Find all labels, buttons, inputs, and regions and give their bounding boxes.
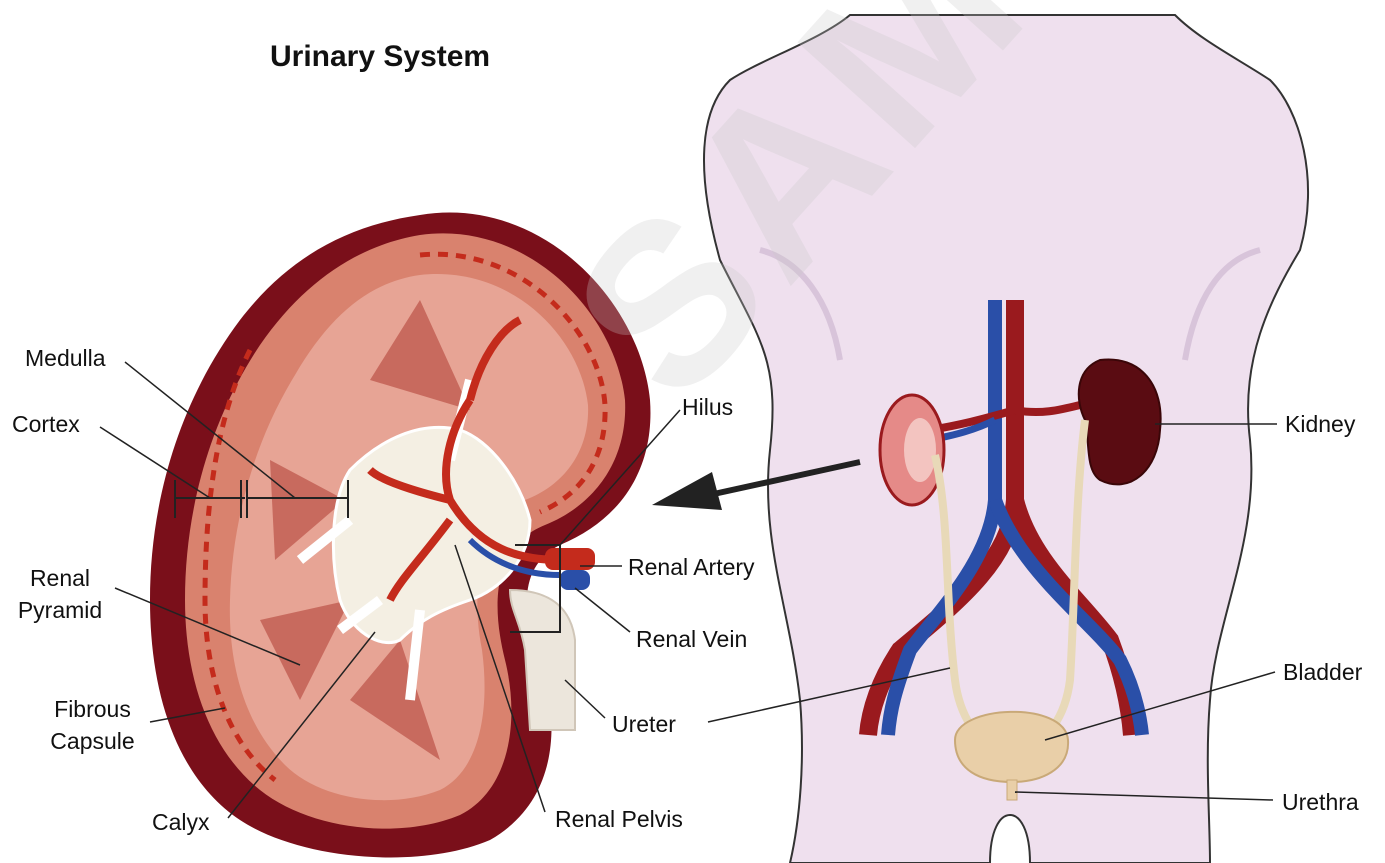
- label-fibrous-capsule-line2: Capsule: [40, 725, 145, 757]
- renal-vein-stub: [560, 570, 590, 590]
- diagram-title: Urinary System: [270, 40, 490, 74]
- label-urethra: Urethra: [1282, 786, 1359, 818]
- label-renal-pelvis: Renal Pelvis: [555, 803, 683, 835]
- leader-renal-vein: [575, 588, 630, 632]
- right-kidney: [1079, 359, 1161, 484]
- label-hilus: Hilus: [682, 391, 733, 423]
- label-bladder: Bladder: [1283, 656, 1362, 688]
- kidney-cross-section: [150, 213, 650, 858]
- label-renal-pyramid-line2: Pyramid: [10, 594, 110, 626]
- label-renal-vein: Renal Vein: [636, 623, 747, 655]
- label-fibrous-capsule: Fibrous Capsule: [40, 693, 145, 757]
- label-kidney: Kidney: [1285, 408, 1355, 440]
- label-fibrous-capsule-line1: Fibrous: [40, 693, 145, 725]
- label-renal-artery: Renal Artery: [628, 551, 755, 583]
- label-calyx: Calyx: [152, 806, 210, 838]
- bladder-body: [955, 712, 1068, 782]
- label-renal-pyramid-line1: Renal: [10, 562, 110, 594]
- arrow-head: [652, 472, 722, 510]
- label-ureter: Ureter: [612, 708, 676, 740]
- label-renal-pyramid: Renal Pyramid: [10, 562, 110, 626]
- urethra-tube: [1007, 780, 1017, 800]
- label-medulla: Medulla: [25, 342, 106, 374]
- left-kidney-inner: [904, 418, 936, 482]
- label-cortex: Cortex: [12, 408, 80, 440]
